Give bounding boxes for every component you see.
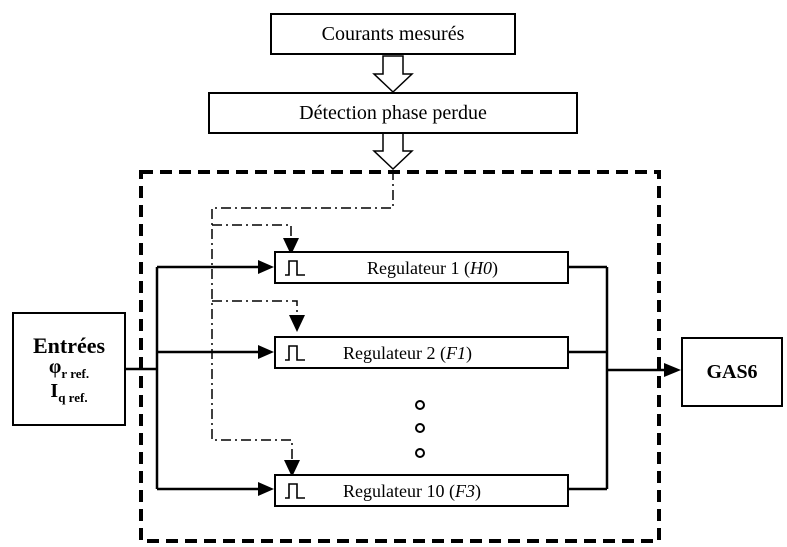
lost-phase-detection-block: Détection phase perdue	[208, 92, 578, 134]
control-signal-lines	[211, 170, 394, 460]
regulator-2-label: Regulateur 2 (F1)	[343, 343, 472, 363]
output-arrow	[664, 363, 681, 377]
input-arrow-1	[258, 260, 274, 274]
regulator-1-label: Regulateur 1 (H0)	[367, 258, 498, 278]
control-arrow-1	[283, 238, 299, 255]
pulse-switch-icon	[285, 260, 305, 276]
inputs-title: Entrées	[32, 332, 106, 358]
control-arrow-2	[289, 315, 305, 332]
hollow-arrow-2	[372, 132, 414, 171]
pulse-switch-icon	[285, 483, 305, 499]
regulator-10-label: Regulateur 10 (F3)	[343, 481, 481, 501]
phi-reference: φr ref.	[48, 355, 90, 381]
gas6-label: GAS6	[706, 360, 758, 383]
measured-currents-label: Courants mesurés	[321, 22, 465, 45]
inputs-block: Entrées φr ref. Iq ref.	[12, 312, 126, 426]
input-lines	[125, 265, 262, 491]
pulse-switch-icon	[285, 345, 305, 361]
regulator-2-block: Regulateur 2 (F1)	[274, 336, 569, 369]
iq-reference: Iq ref.	[50, 379, 88, 405]
hollow-arrow-1	[372, 55, 414, 94]
switching-enclosure	[139, 170, 661, 543]
input-arrow-3	[258, 482, 274, 496]
measured-currents-block: Courants mesurés	[270, 13, 516, 55]
ellipsis-dots	[415, 400, 425, 458]
lost-phase-detection-label: Détection phase perdue	[299, 101, 487, 124]
output-lines	[568, 265, 666, 491]
control-arrow-3	[284, 460, 300, 477]
regulator-1-block: Regulateur 1 (H0)	[274, 251, 569, 284]
gas6-output-block: GAS6	[681, 337, 783, 407]
input-arrow-2	[258, 345, 274, 359]
regulator-10-block: Regulateur 10 (F3)	[274, 474, 569, 507]
